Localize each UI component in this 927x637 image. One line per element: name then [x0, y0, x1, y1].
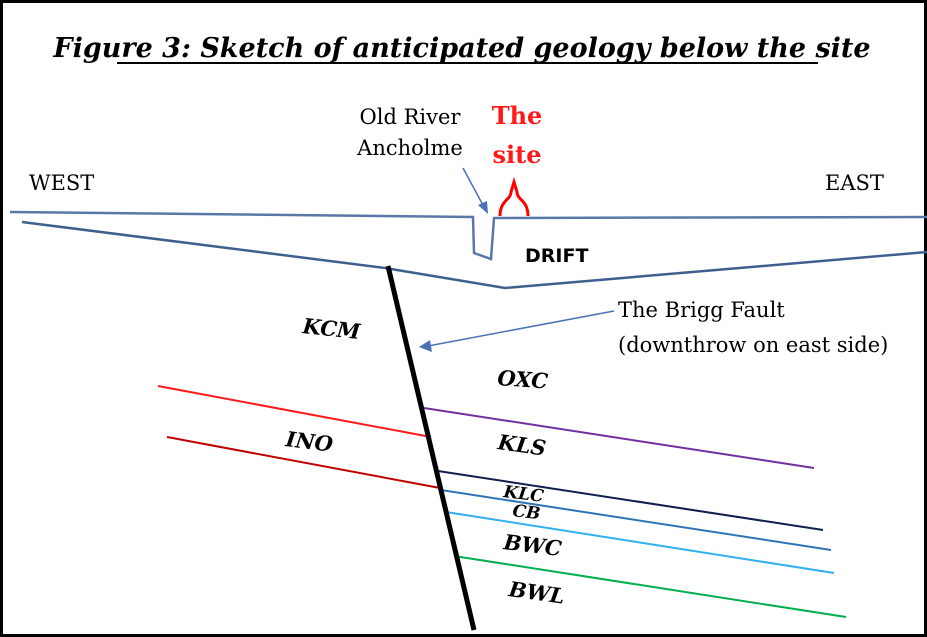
cb-top-boundary-east: [440, 489, 832, 551]
site-bracket: [498, 176, 530, 217]
river-label-line1: Old River: [360, 105, 462, 129]
unit-label-kcm: KCM: [300, 313, 362, 344]
ground-surface-line: [9, 210, 927, 261]
brigg-fault-line: [385, 265, 477, 631]
bwl-top-boundary-east: [453, 555, 847, 618]
river-arrow-head: [478, 201, 488, 214]
klc-top-boundary-east: [437, 470, 824, 531]
kls-top-boundary-east: [423, 407, 815, 469]
ino-top-boundary-west: [157, 385, 432, 438]
unit-label-oxc: OXC: [497, 365, 549, 393]
west-label: WEST: [29, 171, 94, 195]
ino-base-boundary-west: [166, 436, 441, 489]
figure-title: Figure 3: Sketch of anticipated geology …: [52, 33, 870, 64]
unit-label-ino: INO: [283, 426, 335, 457]
river-arrow: [462, 167, 485, 208]
unit-label-bwl: BWL: [506, 576, 566, 609]
fault-arrow-head: [419, 340, 432, 352]
bwc-top-boundary-east: [445, 511, 835, 574]
site-label-line2: site: [493, 140, 542, 169]
fault-label-line1: The Brigg Fault: [618, 298, 785, 322]
site-label-line1: The: [492, 101, 543, 130]
drift-base-line: [21, 220, 927, 290]
unit-label-kls: KLS: [495, 429, 547, 461]
east-label: EAST: [825, 171, 884, 195]
fault-arrow: [427, 310, 615, 347]
fault-label-line2: (downthrow on east side): [618, 333, 888, 357]
river-label-line2: Ancholme: [356, 136, 463, 160]
unit-label-cb: CB: [511, 501, 541, 524]
unit-label-drift: DRIFT: [525, 245, 588, 267]
unit-label-bwc: BWC: [501, 529, 563, 561]
